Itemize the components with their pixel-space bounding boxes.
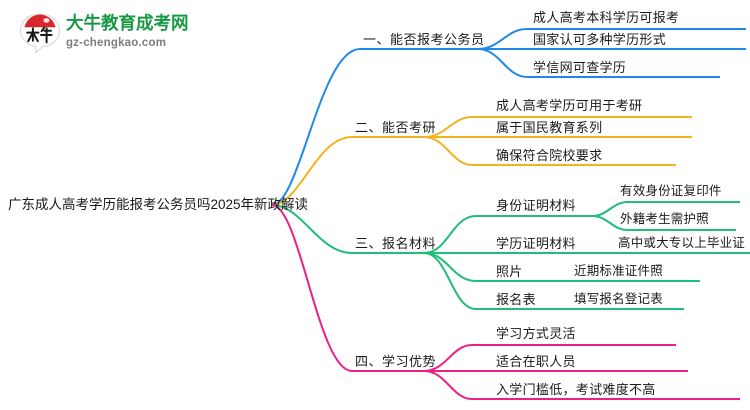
logo-wordmark: 大牛教育成考网 gz-chengkao.com (66, 12, 192, 51)
leaf-3-1-2[interactable]: 外籍考生需护照 (620, 212, 709, 226)
leaf-2-1[interactable]: 成人高考学历可用于考研 (496, 98, 643, 113)
leaf-3-4[interactable]: 报名表 (496, 292, 536, 307)
leaf-3-2-1[interactable]: 高中或大专以上毕业证 (618, 236, 746, 250)
leaf-3-4-1[interactable]: 填写报名登记表 (574, 292, 663, 306)
leaf-3-1[interactable]: 身份证明材料 (496, 198, 576, 213)
leaf-4-3[interactable]: 入学门槛低，考试难度不高 (496, 382, 656, 397)
page-title: 广东成人高考学历能报考公务员吗2025年新政解读 (8, 197, 309, 212)
leaf-2-3[interactable]: 确保符合院校要求 (496, 148, 603, 163)
logo-title: 大牛教育成考网 (66, 13, 189, 33)
leaf-3-3-1[interactable]: 近期标准证件照 (574, 264, 663, 278)
site-logo[interactable]: 大牛教育成考网 gz-chengkao.com (18, 9, 190, 57)
leaf-3-2[interactable]: 学历证明材料 (496, 236, 576, 251)
leaf-4-1[interactable]: 学习方式灵活 (496, 326, 576, 341)
leaf-1-1[interactable]: 成人高考本科学历可报考 (533, 10, 680, 25)
leaf-3-1-1[interactable]: 有效身份证复印件 (620, 184, 722, 198)
logo-subtitle-domain: gz-chengkao.com (66, 37, 167, 49)
leaf-2-2[interactable]: 属于国民教育系列 (496, 120, 603, 135)
leaf-3-3[interactable]: 照片 (496, 264, 523, 279)
branch-label-3[interactable]: 三、报名材料 (355, 236, 437, 251)
branch-label-1[interactable]: 一、能否报考公务员 (363, 32, 485, 47)
branch-label-2[interactable]: 二、能否考研 (355, 120, 437, 135)
daniu-speech-bubble-logo-icon (18, 11, 62, 55)
leaf-1-2[interactable]: 国家认可多种学历形式 (533, 32, 667, 47)
leaf-4-2[interactable]: 适合在职人员 (496, 354, 576, 369)
branch-label-4[interactable]: 四、学习优势 (355, 354, 437, 369)
leaf-1-3[interactable]: 学信网可查学历 (533, 60, 627, 75)
